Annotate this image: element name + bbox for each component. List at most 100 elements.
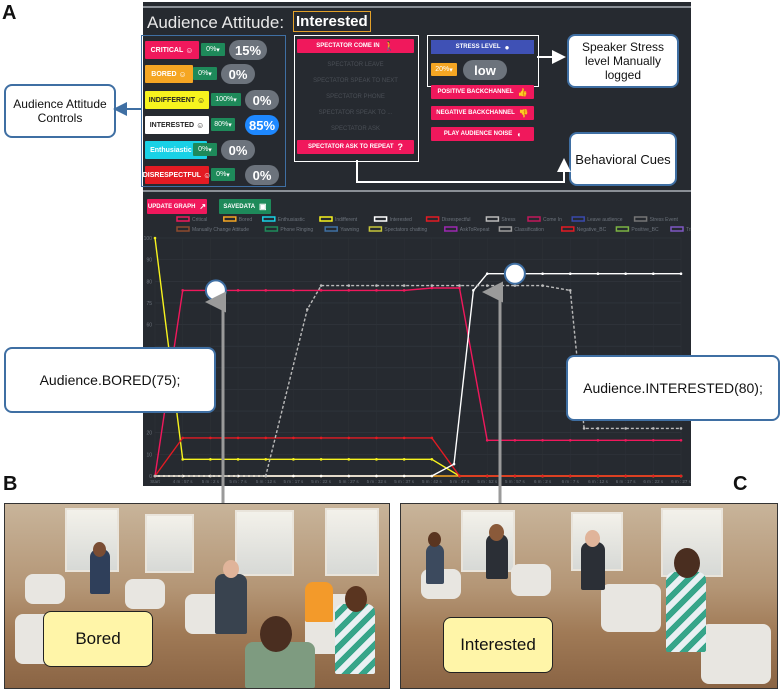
series-point-indifferent (430, 458, 434, 461)
series-point-indifferent (153, 236, 157, 240)
x-tick-label: 5 m : 57 s (505, 479, 526, 484)
series-point-indifferent (402, 458, 406, 461)
attitude-2-button[interactable]: INDIFFERENT☺ (145, 91, 209, 109)
interested-label: Interested (443, 617, 553, 673)
spectator-ask-repeat-button[interactable]: SPECTATOR ASK TO REPEAT ? (297, 140, 414, 154)
legend-swatch (633, 216, 648, 222)
floppy-icon: ▣ (259, 202, 267, 211)
negative-backchannel-button[interactable]: NEGATIVE BACKCHANNEL 👎 (431, 106, 534, 120)
attitude-dropdown[interactable]: 0%▾ (193, 67, 217, 80)
head (260, 616, 292, 652)
top-divider (143, 6, 691, 8)
legend-swatch (670, 226, 684, 232)
callout-interested-call: Audience.INTERESTED(80); (566, 355, 780, 421)
attitude-dropdown[interactable]: 0%▾ (211, 168, 235, 181)
question-icon: ? (397, 142, 404, 152)
current-attitude: Interested (293, 11, 371, 32)
disabled-cue-2: SPECTATOR PHONE (326, 94, 385, 100)
save-data-button[interactable]: SAVEDATA ▣ (219, 199, 271, 214)
series-point-disrespectful (568, 474, 572, 478)
stress-level-button[interactable]: STRESS LEVEL ● (431, 40, 534, 54)
legend-swatch (527, 216, 541, 222)
legend-label: Stress (501, 217, 516, 223)
legend-swatch (176, 226, 190, 232)
person (90, 549, 110, 594)
attitude-dropdown-value: 100% (215, 96, 234, 103)
positive-backchannel-button[interactable]: POSITIVE BACKCHANNEL 👍 (431, 85, 534, 99)
series-point-indifferent (292, 458, 295, 461)
series-point-disrespectful (541, 474, 544, 478)
positive-backchannel-label: POSITIVE BACKCHANNEL (437, 89, 514, 95)
series-point-interested (652, 272, 655, 275)
attitude-percent: 85% (245, 115, 279, 135)
head (585, 530, 600, 547)
series-point-indifferent (209, 458, 212, 461)
attitude-1-button[interactable]: BORED☺ (145, 65, 193, 83)
series-point-critical (236, 289, 240, 292)
series-point-stress (305, 308, 309, 311)
legend-label: Come In (543, 217, 562, 223)
series-point-stress (319, 284, 323, 287)
arrow-cues (356, 158, 571, 183)
series-point-interested (375, 474, 378, 478)
legend-label: Yawning (340, 227, 359, 233)
chair (601, 584, 661, 632)
chair (25, 574, 65, 604)
legend-label: Interested (390, 217, 412, 223)
attitude-dropdown[interactable]: 80%▾ (211, 118, 235, 131)
attitude-dropdown-value: 0% (198, 70, 209, 77)
series-point-indifferent (236, 458, 240, 461)
x-tick-label: 5 m : 7 s (229, 479, 247, 484)
series-point-indifferent (347, 458, 351, 461)
attitude-3-button[interactable]: INTERESTED☺ (145, 116, 209, 134)
attitude-label: BORED (151, 70, 177, 78)
attitude-dropdown-value: 0% (216, 171, 227, 178)
middle-divider (143, 190, 691, 192)
attitude-percent: 0% (245, 90, 279, 110)
series-point-disrespectful (458, 474, 461, 478)
series-point-critical (347, 289, 351, 292)
disabled-cue-1: SPECTATOR SPEAK TO NEXT (313, 78, 398, 84)
attitude-dropdown[interactable]: 100%▾ (211, 93, 241, 106)
update-graph-label: UPDATE GRAPH (147, 203, 196, 210)
disabled-cue-4: SPECTATOR ASK (330, 126, 380, 132)
series-point-stress (347, 284, 351, 287)
play-noise-button[interactable]: PLAY AUDIENCE NOISE ◖ (431, 127, 534, 141)
window (235, 510, 294, 576)
chair (511, 564, 551, 596)
series-point-interested (541, 272, 544, 275)
series-point-critical (513, 439, 517, 442)
series-point-disrespectful (624, 474, 627, 478)
neutral-face-icon: ☺ (178, 69, 187, 79)
attitude-dropdown[interactable]: 0%▾ (193, 143, 217, 156)
legend-swatch (223, 216, 237, 222)
legend-swatch (176, 216, 190, 222)
x-tick-label: 5 m : 2 s (202, 479, 220, 484)
legend-label: Manually Change Attitude (192, 227, 249, 233)
attitude-0-button[interactable]: CRITICAL☺ (145, 41, 199, 59)
attitude-label: INDIFFERENT (148, 96, 196, 104)
panel-letter-c: C (733, 473, 748, 495)
spectator-come-in-button[interactable]: SPECTATOR COME IN 🚶 (297, 39, 414, 53)
speaker-head-icon: ◖ (516, 129, 522, 139)
attitude-5-button[interactable]: DISRESPECTFUL☺ (143, 166, 211, 184)
series-point-critical (264, 289, 268, 292)
series-point-stress (402, 284, 406, 287)
y-tick-label: 60 (146, 323, 152, 329)
series-point-critical (652, 439, 655, 442)
series-point-interested (472, 289, 475, 292)
dashboard-panel: Audience Attitude: Interested CRITICAL☺0… (141, 2, 691, 486)
update-graph-button[interactable]: UPDATE GRAPH ↗ (147, 199, 207, 214)
x-tick-label: 5 m : 32 s (367, 479, 388, 484)
legend-swatch (498, 226, 513, 232)
come-in-label: SPECTATOR COME IN (316, 43, 380, 49)
person (426, 544, 444, 584)
legend-label: Critical (192, 217, 207, 223)
series-point-critical (375, 289, 378, 292)
classroom-photo-bored: Bored (4, 503, 390, 689)
attitude-dropdown[interactable]: 0%▾ (201, 43, 225, 56)
stress-dropdown[interactable]: 20%▾ (431, 63, 457, 76)
series-point-stress (153, 474, 157, 478)
y-tick-label: 10 (146, 452, 152, 458)
attitude-dropdown-value: 0% (206, 46, 217, 53)
